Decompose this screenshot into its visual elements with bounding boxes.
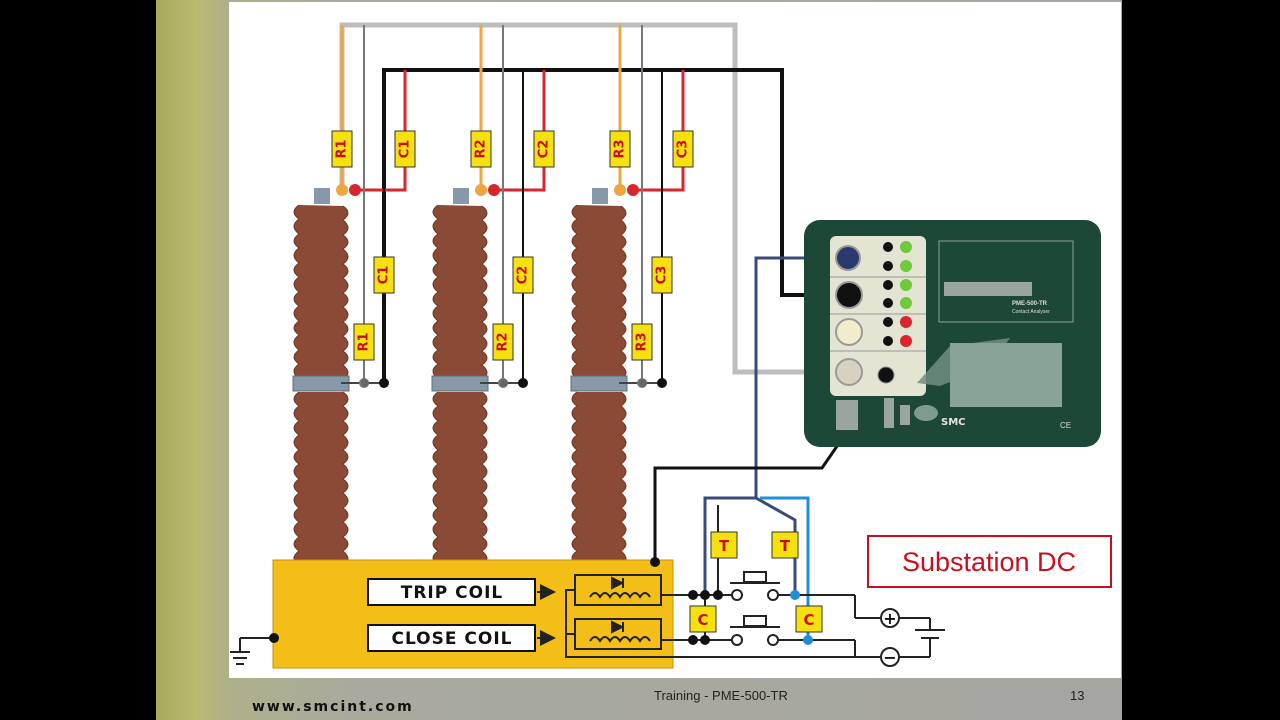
lightblue-wire — [760, 496, 810, 640]
trip-coil-label: TRIP COIL — [401, 583, 503, 603]
close-coil-label: CLOSE COIL — [391, 629, 512, 649]
label-c1-mid: C1 — [377, 266, 392, 285]
coil-return-wire — [565, 589, 856, 658]
label-c1-top: C1 — [398, 140, 413, 159]
label-r2-mid: R2 — [496, 332, 511, 351]
label-c3-top: C3 — [676, 140, 691, 159]
device-brand: SMC — [941, 417, 966, 428]
trip-coil-symbol — [574, 574, 662, 606]
device-ce: CE — [1060, 421, 1071, 430]
label-r3-top: R3 — [613, 139, 628, 158]
c-label-left: C — [697, 611, 708, 629]
control-circuit — [661, 505, 880, 658]
test-device: PME-500-TR Contact Analyser SMC CE — [804, 220, 1101, 447]
label-r3-mid: R3 — [635, 332, 650, 351]
trip-coil-box — [367, 578, 536, 606]
substation-dc-box — [867, 535, 1112, 588]
plus-terminal: + — [883, 609, 896, 628]
t-label-right: T — [780, 537, 791, 555]
label-c2-top: C2 — [537, 140, 552, 159]
blue-input-wire-2 — [755, 496, 797, 595]
device-subtitle: Contact Analyser — [1012, 309, 1050, 315]
ground-symbol — [230, 637, 273, 665]
battery-symbol — [880, 608, 945, 667]
label-r1-top: R1 — [335, 139, 350, 158]
footer-title: Training - PME-500-TR — [654, 688, 788, 703]
footer-url: www.smcint.com — [252, 699, 414, 715]
label-r2-top: R2 — [474, 139, 489, 158]
minus-terminal: − — [883, 648, 896, 667]
substation-dc-label: Substation DC — [902, 547, 1076, 577]
page-number: 13 — [1070, 688, 1085, 703]
device-model: PME-500-TR — [1012, 301, 1048, 307]
label-r1-mid: R1 — [357, 332, 372, 351]
c-label-right: C — [803, 611, 814, 629]
t-label-left: T — [719, 537, 730, 555]
label-c2-mid: C2 — [516, 266, 531, 285]
label-c3-mid: C3 — [655, 266, 670, 285]
close-coil-box — [367, 624, 536, 652]
